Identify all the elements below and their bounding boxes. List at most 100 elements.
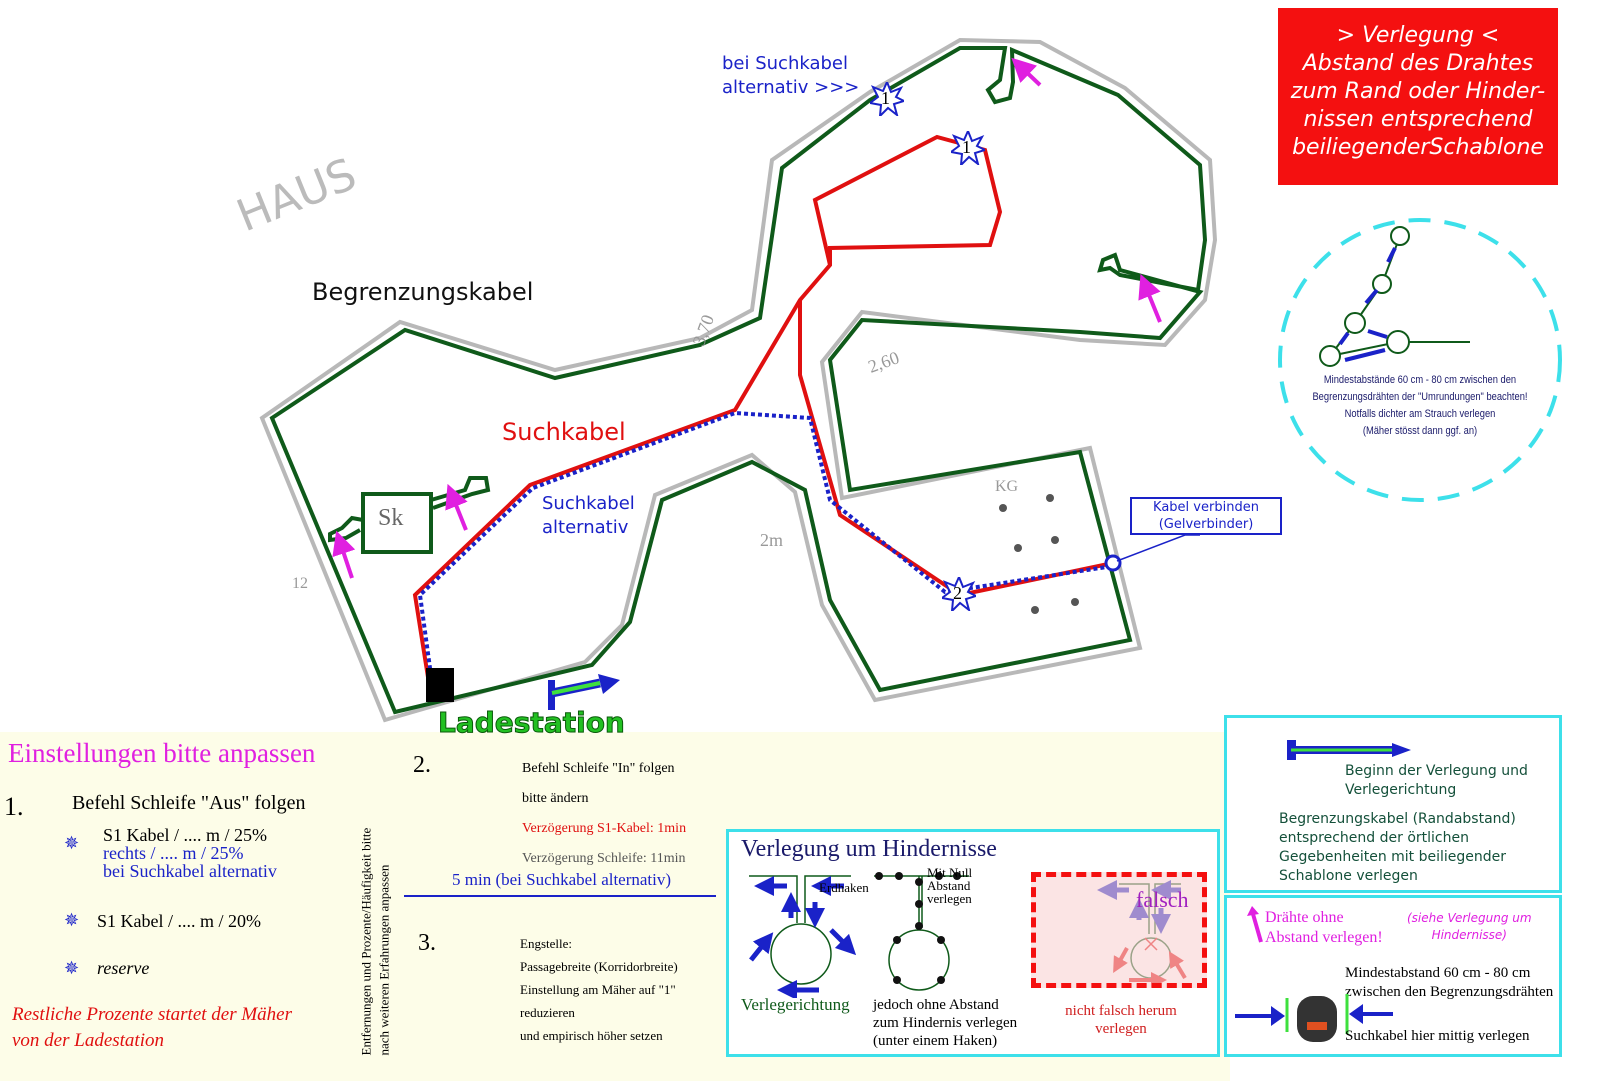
star-icon: ✵ (64, 833, 80, 853)
text: bei Suchkabel alternativ (103, 861, 277, 881)
sketch-outline (259, 37, 1218, 723)
text: Restliche Prozente startet der Mäher (12, 1004, 293, 1025)
text: S1 Kabel / .... m / 25% (103, 825, 267, 845)
alt-hint-label: bei Suchkabel alternativ >>> (722, 52, 859, 100)
text: zum Rand oder Hinder- (1290, 79, 1546, 104)
sketch-label: 2m (760, 530, 784, 550)
search-alt-label: Suchkabel alternativ (542, 492, 635, 540)
text: Hindernisse) (1431, 928, 1507, 942)
text: Begrenzungsdrähten der "Umrundungen" bea… (1312, 391, 1528, 403)
text: und empirisch höher setzen (520, 1028, 663, 1043)
star-icon: ✵ (64, 958, 80, 978)
text: Entfernungen und Prozente/Häufigkeit bit… (358, 827, 374, 1056)
star-icon: ✵ (64, 910, 80, 930)
star-icon (948, 128, 988, 168)
text: Verzögerung Schleife: 11min (522, 851, 686, 866)
text: Mindestabstände 60 cm - 80 cm zwischen d… (1323, 374, 1517, 386)
wrong-label: falsch (1136, 887, 1189, 912)
wrong-example: falsch (1031, 872, 1207, 988)
text: alternativ >>> (722, 77, 860, 98)
setting-item: S1 Kabel / .... m / 20% (97, 911, 261, 931)
text: bei Suchkabel (722, 53, 848, 74)
sketch-label: 12 (292, 575, 308, 592)
magenta-arrow-icon (1247, 906, 1263, 943)
obstacles-title: Verlegung um Hindernisse (741, 836, 997, 862)
cable-connector (1104, 554, 1122, 572)
boundary-label: Begrenzungskabel (312, 278, 534, 306)
legend-center: Suchkabel hier mittig verlegen (1345, 1028, 1530, 1044)
star-number: 1 (962, 137, 971, 157)
star-number: 1 (881, 88, 890, 108)
text: Gegebenheiten mit beiliegender (1279, 849, 1507, 865)
step-number: 1. (4, 792, 24, 821)
step1-heading: Befehl Schleife "Aus" folgen (72, 792, 306, 814)
text: > Verlegung < (1336, 23, 1500, 48)
text: Begrenzungskabel (Randabstand) (1279, 811, 1516, 827)
text: Suchkabel (542, 493, 635, 514)
search-cable-label: Suchkabel (502, 418, 626, 446)
obstacles-box: Verlegung um Hindernisse Erdhaken Mit Nu… (726, 829, 1220, 1057)
magenta-arrow-icon (1138, 273, 1162, 323)
text: Kabel verbinden (1153, 500, 1259, 515)
text: entsprechend der örtlichen (1279, 830, 1469, 846)
obstacle-desc: jedoch ohne Abstand zum Hindernis verlege… (873, 996, 1017, 1050)
text: Verlegerichtung (1345, 782, 1457, 798)
sketch-label: KG (995, 478, 1019, 495)
text: Drähte ohne (1265, 909, 1344, 926)
legend-min: Mindestabstand 60 cm - 80 cm zwischen den… (1345, 964, 1553, 1002)
sketch-label-sk: Sk (378, 505, 404, 531)
star-number: 2 (953, 583, 962, 603)
divider (404, 895, 716, 897)
text: (unter einem Haken) (873, 1033, 998, 1049)
text: Mindestabstand 60 cm - 80 cm (1345, 965, 1531, 981)
charging-station-label: Ladestation (438, 706, 626, 740)
text: beiliegenderSchablone (1292, 135, 1544, 160)
text: zum Hindernis verlegen (873, 1015, 1018, 1031)
template-note: Mindestabstände 60 cm - 80 cm zwischen d… (1303, 372, 1538, 440)
text: Abstand des Drahtes (1302, 51, 1534, 76)
magenta-arrow-icon (1011, 57, 1042, 87)
text: zwischen den Begrenzungsdrähten (1345, 984, 1554, 1000)
setting-item: reserve (97, 958, 150, 978)
distance-arrows (1338, 247, 1397, 362)
sk-obstacle (361, 492, 433, 554)
template-figure (1319, 226, 1470, 367)
start-arrow-icon (548, 674, 620, 710)
star-icon (867, 79, 907, 119)
text: Beginn der Verlegung und (1345, 763, 1528, 779)
text: Einstellung am Mäher auf "1" (520, 982, 676, 997)
text: verlegen (1095, 1021, 1147, 1037)
text: Notfalls dichter am Strauch verlegen (1344, 408, 1496, 420)
text: Abstand verlegen! (1265, 929, 1383, 946)
text: Schablone verlegen (1279, 868, 1418, 884)
text: (Mäher stösst dann ggf. an) (1362, 425, 1478, 437)
text: jedoch ohne Abstand (873, 997, 999, 1013)
direction-label: Verlegerichtung (741, 995, 850, 1014)
template-circle (1278, 218, 1562, 502)
boundary-cable (269, 46, 1208, 715)
text: alternativ (542, 517, 629, 538)
text: Abstand (927, 878, 971, 893)
text: nissen entsprechend (1303, 107, 1533, 132)
text: (Gelverbinder) (1158, 517, 1254, 532)
charging-station (426, 668, 454, 702)
text: nach weiteren Erfahrungen anpassen (376, 864, 392, 1056)
callout-pointer (1116, 534, 1200, 562)
star-1-alt: 1 (867, 79, 907, 119)
step3-text: Engstelle:Passagebreite (Korridorbreite)… (520, 932, 678, 1047)
magenta-arrow-icon (445, 483, 468, 531)
text: verlegen (927, 891, 972, 906)
step2-alt: 5 min (bei Suchkabel alternativ) (452, 870, 672, 889)
step-number: 3. (418, 930, 436, 956)
star-1: 1 (948, 128, 988, 168)
legend-see: (siehe Verlegung um Hindernisse) (1407, 910, 1532, 944)
text: reduzieren (520, 1005, 575, 1020)
text: (siehe Verlegung um (1407, 911, 1532, 925)
